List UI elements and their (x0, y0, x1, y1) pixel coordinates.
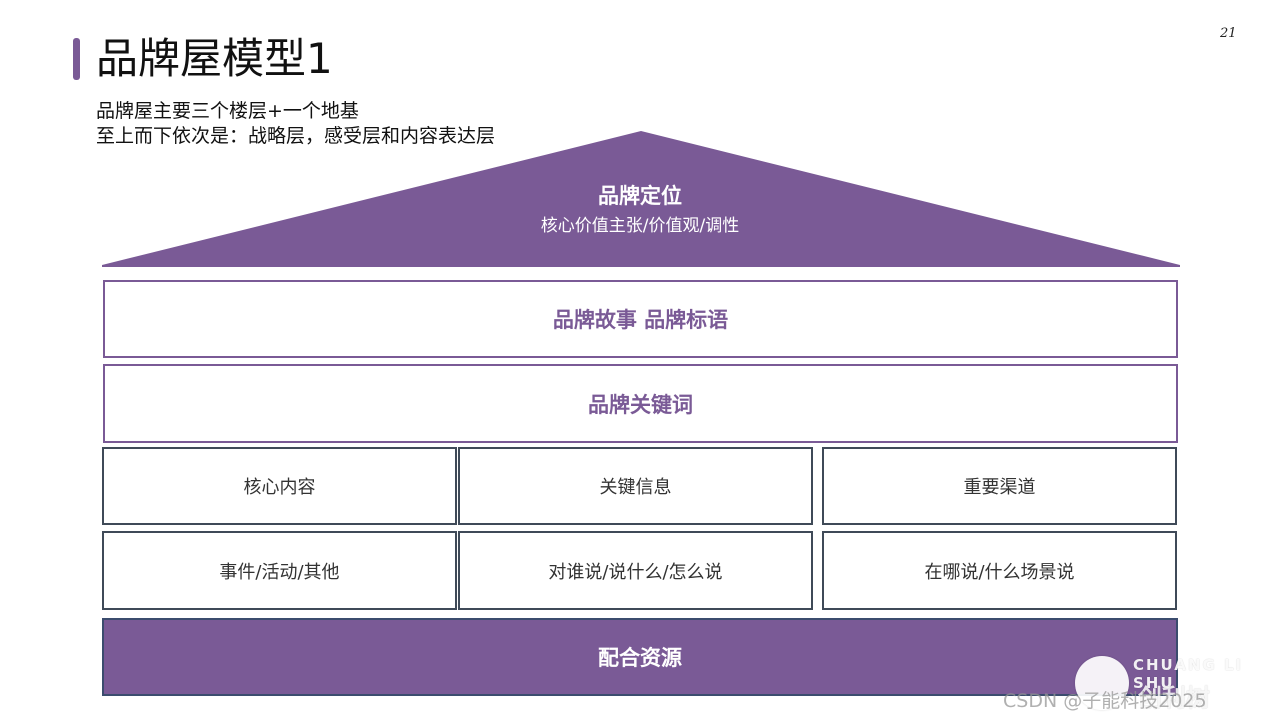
cell-events: 事件/活动/其他 (102, 531, 457, 610)
cell-label: 核心内容 (243, 477, 316, 498)
subtitle-line-1: 品牌屋主要三个楼层+一个地基 (96, 100, 359, 122)
cell-label: 对谁说/说什么/怎么说 (548, 561, 723, 583)
slide-title: 品牌屋模型1 (96, 34, 333, 83)
roof-subtitle: 核心价值主张/价值观/调性 (540, 216, 740, 236)
floor-brand-keywords-label: 品牌关键词 (588, 392, 693, 417)
foundation-label: 配合资源 (598, 646, 682, 670)
title-accent-bar (73, 38, 80, 80)
cell-label: 事件/活动/其他 (219, 561, 340, 583)
floor-brand-story-label: 品牌故事 品牌标语 (552, 308, 729, 332)
cell-label: 关键信息 (599, 477, 672, 498)
watermark-brand-cn: 创利树 (1138, 684, 1210, 712)
cell-key-channels: 重要渠道 (822, 447, 1177, 525)
roof-title: 品牌定位 (598, 184, 682, 208)
cell-where-scene: 在哪说/什么场景说 (822, 531, 1177, 610)
cell-key-message: 关键信息 (458, 447, 813, 525)
watermark-csdn: CSDN @子能科技2025 (1003, 690, 1207, 712)
house-foundation: 配合资源 (102, 618, 1178, 696)
page-number: 21 (1220, 26, 1237, 41)
cell-core-content: 核心内容 (102, 447, 457, 525)
cell-label: 在哪说/什么场景说 (924, 561, 1075, 583)
house-roof (102, 131, 1180, 267)
cell-audience-message: 对谁说/说什么/怎么说 (458, 531, 813, 610)
cell-label: 重要渠道 (963, 477, 1036, 498)
watermark-brand-en: CHUANG LI SHU (1133, 656, 1244, 692)
floor-brand-story: 品牌故事 品牌标语 (103, 280, 1178, 358)
watermark-logo (1075, 656, 1129, 710)
subtitle-line-2: 至上而下依次是：战略层，感受层和内容表达层 (96, 125, 496, 147)
floor-brand-keywords: 品牌关键词 (103, 364, 1178, 443)
